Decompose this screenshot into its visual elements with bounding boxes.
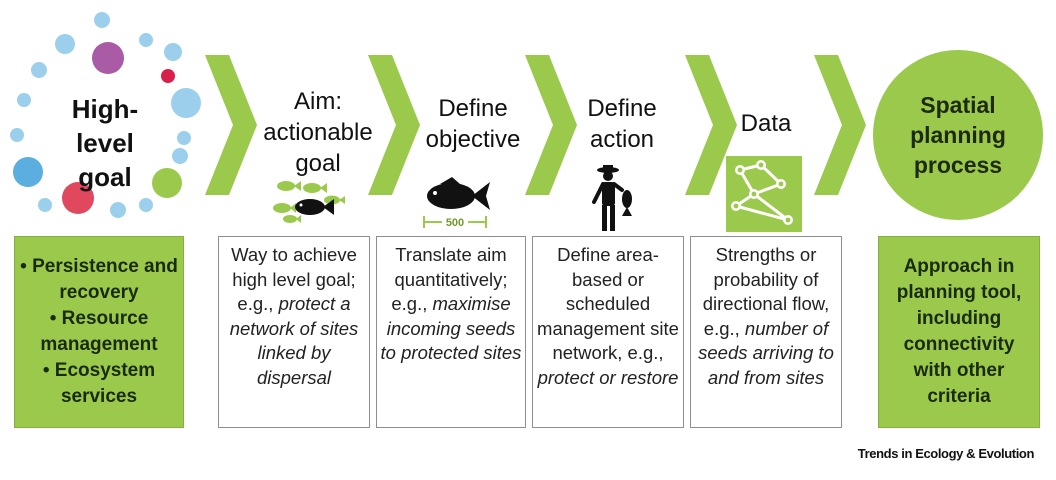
chevron-right-icon — [368, 55, 420, 195]
objective-description-example: maximise incoming seeds to protected sit… — [380, 293, 522, 363]
action-description-example: protect or restore — [537, 366, 679, 388]
aim-description-example: protect a network of sites linked by dis… — [229, 293, 359, 388]
chevron-right-icon — [205, 55, 257, 195]
objective-description-box: Translate aim quantitatively; e.g., maxi… — [376, 236, 526, 428]
process-description-line: criteria — [927, 386, 991, 407]
step-title-action: Define action — [562, 93, 682, 155]
process-title: Spatial planning process — [910, 90, 1006, 180]
goal-dot-ring — [10, 12, 201, 218]
spatial-planning-circle: Spatial planning process — [873, 50, 1043, 220]
aim-description-box: Way to achieve high level goal; e.g., pr… — [218, 236, 370, 428]
process-title-line: Spatial — [920, 92, 996, 118]
goal-bullets-box: • Persistence and recovery • Resource ma… — [14, 236, 184, 428]
fish-school-icon — [273, 181, 345, 223]
chevron-right-icon — [814, 55, 866, 195]
step-title-aim: Aim: actionable goal — [248, 86, 388, 179]
process-description-box: Approach in planning tool, including con… — [878, 236, 1040, 428]
step-title-line: actionable — [263, 119, 373, 146]
objective-description-text: Translate aim quantitatively; e.g., — [391, 244, 508, 314]
goal-title: High- level goal — [40, 92, 170, 194]
fisher-icon — [592, 165, 632, 231]
action-description-text: Define area-based or scheduled managemen… — [537, 244, 679, 363]
journal-credit: Trends in Ecology & Evolution — [857, 446, 1035, 461]
data-description-example: number of seeds arriving to and from sit… — [698, 317, 834, 388]
step-title-line: goal — [295, 150, 341, 177]
step-title-data: Data — [716, 108, 816, 139]
process-description-line: including — [916, 308, 1002, 329]
process-title-line: process — [913, 152, 1003, 178]
action-description-box: Define area-based or scheduled managemen… — [532, 236, 684, 428]
step-title-line: Define — [587, 95, 657, 122]
process-description-line: connectivity — [903, 334, 1015, 355]
goal-bullet: • Resource management — [40, 308, 158, 355]
network-graph-icon — [726, 156, 802, 232]
goal-title-line-1: High- — [71, 94, 139, 124]
fish-measure-icon: 500 — [423, 177, 490, 229]
process-title-line: planning — [910, 122, 1006, 148]
data-description-text: Strengths or probability of directional … — [702, 244, 830, 339]
chevron-right-icon — [525, 55, 577, 195]
goal-bullet: • Persistence and recovery — [20, 256, 178, 303]
measure-label: 500 — [446, 217, 464, 229]
chevron-right-icon — [685, 55, 737, 195]
goal-title-line-3: goal — [78, 162, 132, 192]
aim-description-text: Way to achieve high level goal; e.g., — [231, 244, 357, 314]
step-title-line: Data — [740, 110, 792, 137]
step-title-line: objective — [425, 126, 521, 153]
process-description-line: Approach in — [903, 256, 1015, 277]
step-title-line: action — [589, 126, 655, 153]
goal-bullet: • Ecosystem services — [42, 360, 156, 407]
step-title-line: Define — [438, 95, 508, 122]
process-description-line: with other — [913, 360, 1005, 381]
goal-title-line-2: level — [76, 128, 134, 158]
step-title-objective: Define objective — [408, 93, 538, 155]
data-description-box: Strengths or probability of directional … — [690, 236, 842, 428]
step-title-line: Aim: — [294, 88, 342, 115]
process-description-line: planning tool, — [896, 282, 1022, 303]
